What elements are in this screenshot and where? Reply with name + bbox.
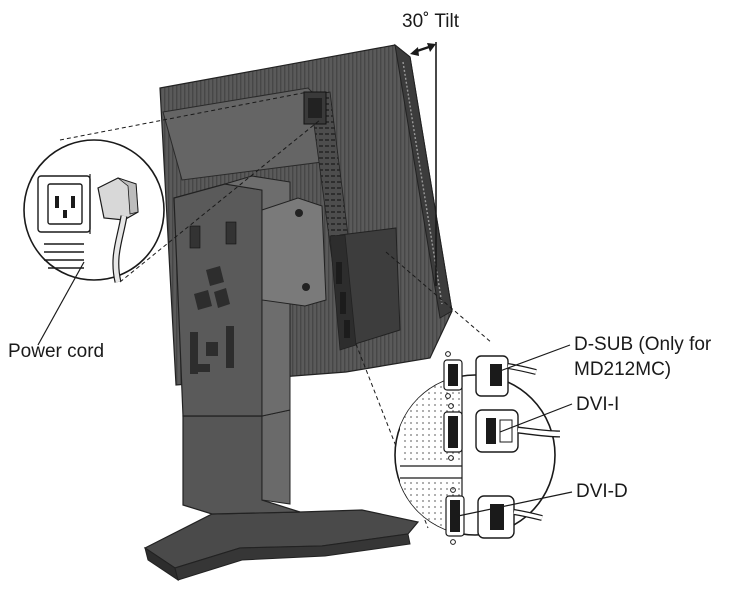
label-leaders: [457, 344, 573, 517]
tilt-indicator: [410, 42, 437, 286]
tilt-label: 30˚ Tilt: [402, 11, 460, 32]
dsub-label-line2: MD212MC): [574, 359, 672, 380]
dsub-label-line1: D-SUB (Only for: [574, 334, 712, 355]
power-cord-detail: [23, 91, 321, 346]
dsub-connector: [443, 351, 537, 399]
power-cord-label: Power cord: [8, 341, 105, 362]
dvi-d-connector: [445, 487, 543, 545]
connector-detail: [355, 251, 561, 545]
monitor-stand: [143, 175, 420, 582]
dvi-i-label: DVI-I: [576, 394, 620, 415]
dvi-i-connector: [443, 403, 561, 461]
dvi-d-label: DVI-D: [576, 481, 628, 502]
